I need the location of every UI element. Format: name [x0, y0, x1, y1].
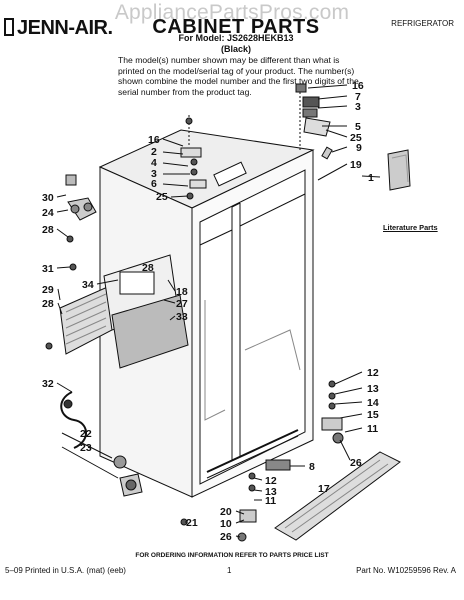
callout-8: 8 [309, 461, 315, 473]
callout-5: 5 [355, 121, 361, 133]
callout-7: 7 [355, 91, 361, 103]
literature-parts-label: Literature Parts [383, 223, 438, 232]
callout-33: 33 [176, 311, 188, 323]
callout-numbers: 16 2 4 3 6 25 16 7 3 5 25 9 19 1 30 24 2… [42, 80, 379, 543]
callout-25: 25 [156, 191, 168, 203]
callout-3: 3 [151, 168, 157, 180]
callout-17: 17 [318, 483, 330, 495]
callout-6: 6 [151, 178, 157, 190]
callout-26: 26 [220, 531, 232, 543]
color-line: (Black) [220, 44, 251, 54]
page-title: CABINET PARTS [152, 16, 320, 38]
brand-mark-icon [4, 18, 14, 36]
cabinet-opening [199, 169, 306, 485]
callout-26: 26 [350, 457, 362, 469]
callout-31: 31 [42, 263, 54, 275]
ordering-note: FOR ORDERING INFORMATION REFER TO PARTS … [135, 552, 329, 559]
callout-9: 9 [356, 142, 362, 154]
brand-name: JENN-AIR. [17, 17, 113, 39]
callout-13: 13 [265, 486, 277, 498]
callout-12: 12 [265, 475, 277, 487]
callout-28: 28 [142, 262, 154, 274]
callout-4: 4 [151, 157, 157, 169]
callout-14: 14 [367, 397, 379, 409]
callout-11: 11 [367, 423, 378, 435]
callout-3: 3 [355, 101, 361, 113]
callout-27: 27 [176, 298, 188, 310]
callout-24: 24 [42, 207, 54, 219]
callout-11: 11 [265, 495, 276, 507]
base-grille [274, 451, 401, 541]
model-disclaimer: The model(s) number shown may be differe… [118, 55, 359, 97]
callout-25: 25 [350, 132, 362, 144]
callout-29: 29 [42, 284, 54, 296]
filter-pad [111, 294, 189, 369]
callout-10: 10 [220, 518, 232, 530]
callout-16: 16 [148, 134, 160, 146]
callout-2: 2 [151, 146, 157, 158]
page-number: 1 [227, 566, 232, 575]
brand-logo: JENN-AIR. [4, 17, 113, 40]
callout-32: 32 [42, 378, 54, 390]
callout-16: 16 [352, 80, 364, 92]
model-line: For Model: JS2628HEKB13 [178, 33, 294, 43]
callout-1: 1 [368, 172, 374, 184]
callout-28: 28 [42, 224, 54, 236]
part-number: Part No. W10259596 Rev. A [356, 566, 456, 575]
callout-21: 21 [186, 517, 198, 529]
callout-20: 20 [220, 506, 232, 518]
callout-12: 12 [367, 367, 379, 379]
category-label: REFRIGERATOR [391, 19, 454, 28]
callout-34: 34 [82, 279, 94, 291]
callout-18: 18 [176, 286, 188, 298]
watermark-text: AppliancePartsPros.com [114, 1, 350, 24]
literature-booklet [387, 149, 411, 191]
callout-13: 13 [367, 383, 379, 395]
callout-15: 15 [367, 409, 379, 421]
callout-28: 28 [42, 298, 54, 310]
callout-30: 30 [42, 192, 54, 204]
power-cord [60, 391, 87, 449]
callout-23: 23 [80, 442, 92, 454]
callout-22: 22 [80, 428, 92, 440]
callout-19: 19 [350, 159, 362, 171]
printed-line: 5–09 Printed in U.S.A. (mat) (eeb) [5, 566, 126, 575]
